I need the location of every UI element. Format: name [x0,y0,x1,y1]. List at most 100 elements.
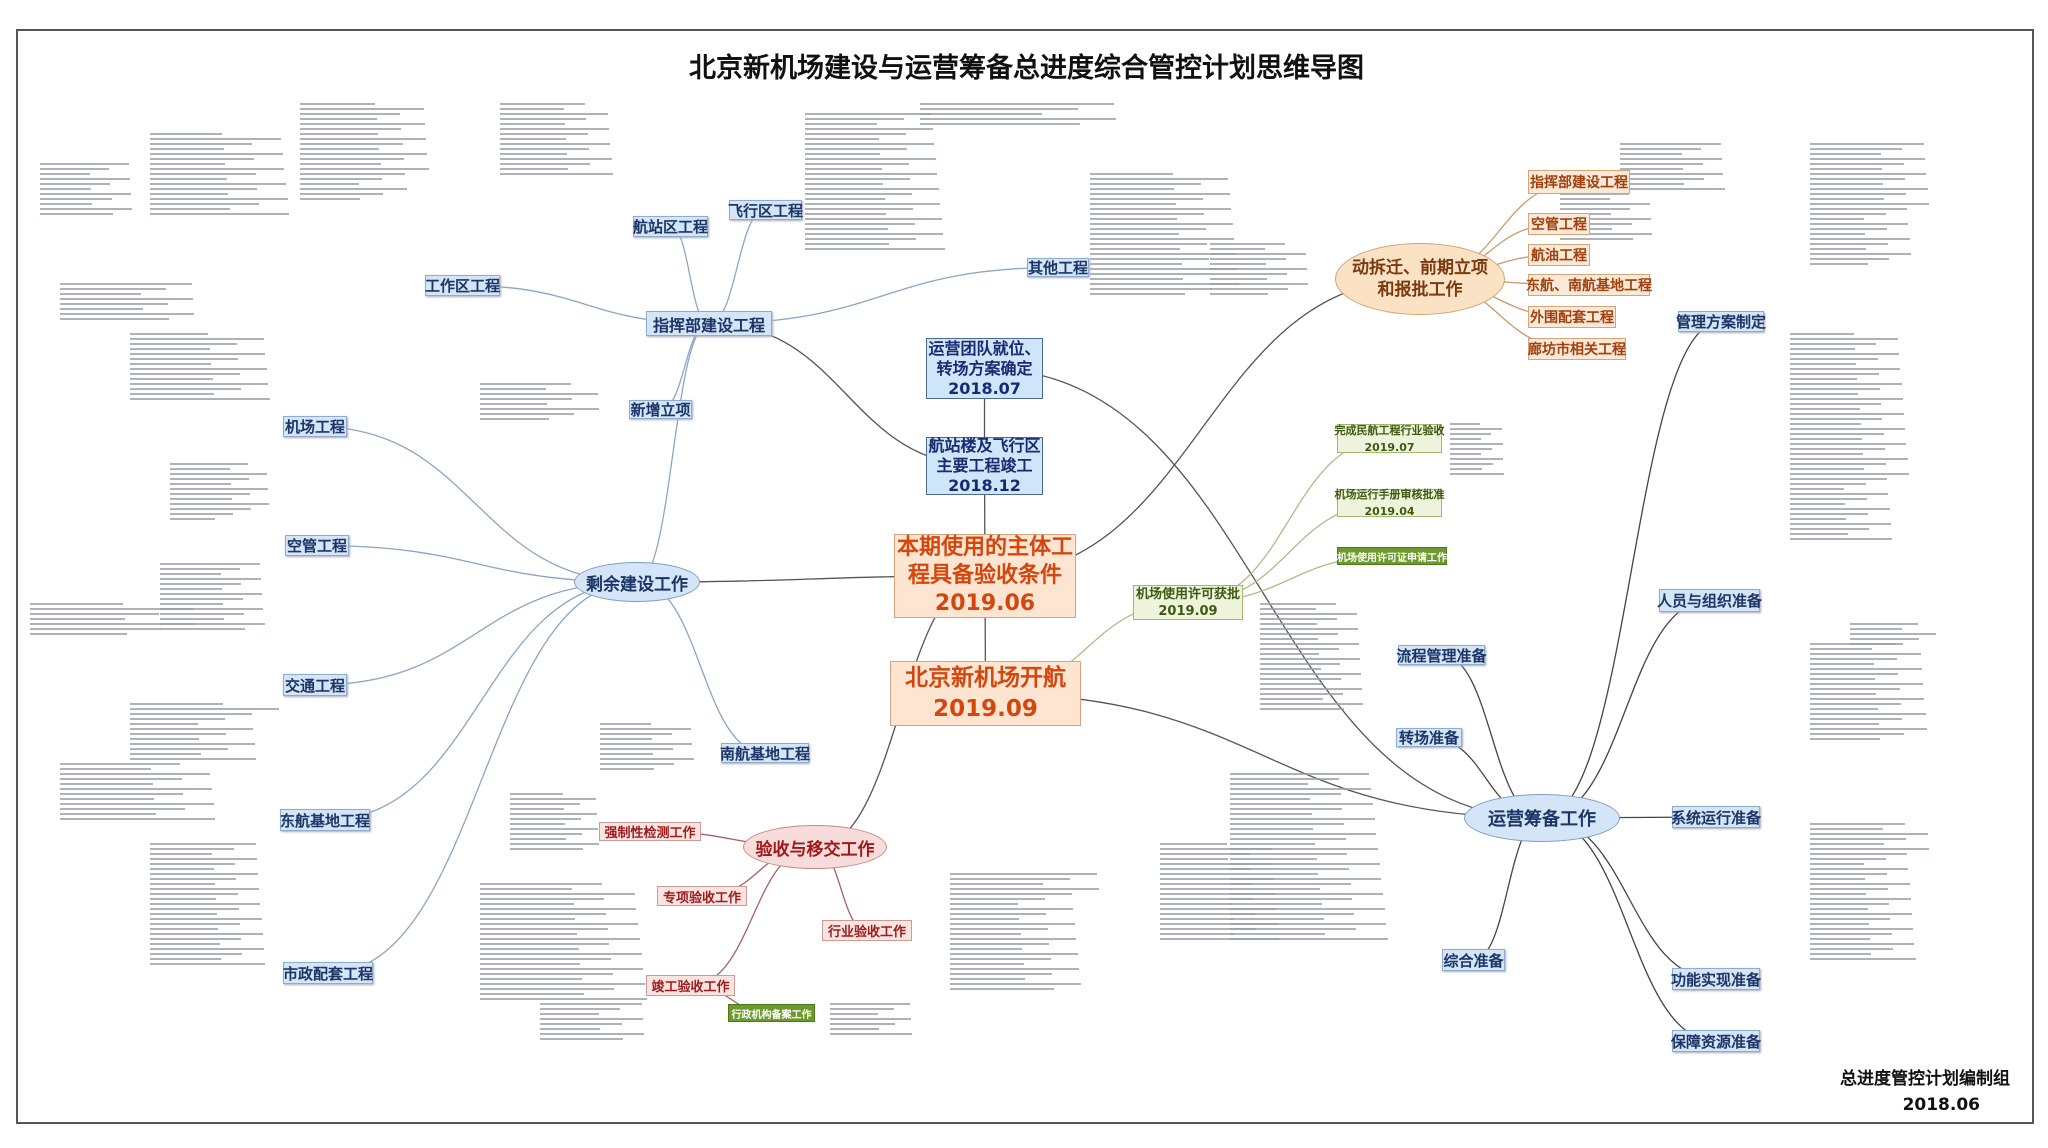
node-prelim-peripheral[interactable]: 外围配套工程 [1528,306,1616,328]
connector-line [324,581,638,821]
milestone-team-ready[interactable]: 运营团队就位、 转场方案确定 2018.07 [926,338,1043,399]
node-prelim-langfang[interactable]: 廊坊市相关工程 [1528,338,1626,360]
node-other-works[interactable]: 其他工程 [1027,258,1089,277]
node-process-management[interactable]: 流程管理准备 [1396,645,1487,665]
detail-note-block [60,760,220,823]
milestone-text: 本期使用的主体工 [896,535,1073,560]
milestone-text: 航站楼及飞行区 [928,436,1041,455]
footer-date: 2018.06 [1902,1095,1980,1115]
node-airport-engineering[interactable]: 机场工程 [283,416,347,437]
detail-note-block [1160,840,1280,943]
detail-note-block [1210,240,1320,298]
node-hq-construction[interactable]: 指挥部建设工程 [646,311,772,336]
detail-note-block [1230,770,1400,943]
node-traffic-engineering[interactable]: 交通工程 [283,674,347,696]
detail-note-block [130,330,280,403]
connector-line [314,425,638,583]
milestone-date: 2018.07 [948,378,1021,398]
node-text: 动拆迁、前期立项 [1352,258,1488,278]
node-airfield[interactable]: 飞行区工程 [728,200,804,220]
node-new-project[interactable]: 新增立项 [629,400,692,419]
node-cea-base[interactable]: 东航基地工程 [280,809,370,831]
connector-line [1541,599,1710,819]
milestone-text: 主要工程竣工 [936,456,1033,475]
detail-note-block [300,100,430,203]
connector-line [1541,320,1722,819]
node-agency-filing[interactable]: 行政机构备案工作 [728,1004,815,1022]
node-text: 机场使用许可获批 [1135,586,1240,602]
node-terminal-area[interactable]: 航站区工程 [633,216,709,237]
detail-note-block [500,100,620,178]
footer: 总进度管控计划编制组 2018.06 [1840,1066,2010,1118]
node-prelim-airline-bases[interactable]: 东航、南航基地工程 [1526,274,1652,296]
connector-line [1541,817,1717,1042]
node-date: 2019.04 [1364,505,1415,518]
connector-line [985,692,1543,819]
connector-line [660,322,710,411]
detail-note-block [600,720,710,773]
node-system-operation[interactable]: 系统运行准备 [1671,806,1761,828]
node-resources-prep[interactable]: 保障资源准备 [1671,1030,1761,1052]
connector-line [670,225,710,325]
milestone-text: 程具备验收条件 [907,563,1062,588]
detail-note-block [540,1000,660,1043]
node-acceptance-handover[interactable]: 验收与移交工作 [743,825,887,869]
node-mandatory-testing[interactable]: 强制性检测工作 [599,822,701,841]
detail-note-block [1620,140,1730,193]
connector-line [1541,817,1717,980]
node-prelim-hq[interactable]: 指挥部建设工程 [1528,170,1630,194]
detail-note-block [1810,820,1930,963]
milestone-text: 运营团队就位、 [928,338,1041,358]
milestone-date: 2019.09 [933,695,1038,722]
node-license-granted[interactable]: 机场使用许可获批 2019.09 [1133,585,1243,620]
connector-line [327,581,638,974]
node-text: 和报批工作 [1377,280,1463,300]
node-preliminary-approval[interactable]: 动拆迁、前期立项 和报批工作 [1335,243,1505,315]
detail-note-block [1810,140,1930,268]
detail-note-block [920,100,1120,128]
detail-note-block [170,460,270,523]
detail-note-block [1850,620,1940,648]
milestone-terminal-complete[interactable]: 航站楼及飞行区 主要工程竣工 2018.12 [926,436,1043,495]
node-general-prep[interactable]: 综合准备 [1442,949,1505,971]
node-prelim-atc[interactable]: 空管工程 [1528,213,1590,235]
detail-note-block [150,840,270,968]
diagram-frame [16,29,2034,1124]
footer-org: 总进度管控计划编制组 [1840,1069,2010,1089]
detail-note-block [1260,600,1370,713]
node-transition-prep[interactable]: 转场准备 [1396,728,1462,747]
detail-note-block [60,280,200,323]
detail-note-block [150,130,310,218]
node-industry-acceptance[interactable]: 完成民航工程行业验收 2019.07 [1335,424,1445,454]
detail-note-block [1450,420,1510,478]
node-municipal[interactable]: 市政配套工程 [283,962,373,984]
node-remaining-construction[interactable]: 剩余建设工作 [574,562,700,602]
node-people-organization[interactable]: 人员与组织准备 [1657,589,1762,612]
node-atc-engineering[interactable]: 空管工程 [285,535,349,556]
milestone-acceptance-ready[interactable]: 本期使用的主体工 程具备验收条件 2019.06 [894,534,1076,618]
node-operations-manual[interactable]: 机场运行手册审核批准 2019.04 [1335,488,1445,518]
node-csa-base[interactable]: 南航基地工程 [720,743,811,763]
node-completion-acceptance[interactable]: 竣工验收工作 [646,975,735,996]
milestone-date: 2018.12 [948,476,1021,495]
node-date: 2019.09 [1158,603,1218,619]
detail-note-block [950,870,1100,993]
node-industry-acceptance-work[interactable]: 行业验收工作 [822,920,912,941]
node-special-acceptance[interactable]: 专项验收工作 [657,886,747,906]
node-function-prep[interactable]: 功能实现准备 [1671,968,1761,990]
connector-line [984,367,1543,819]
node-prelim-fuel[interactable]: 航油工程 [1528,244,1590,266]
detail-note-block [160,560,270,633]
node-operations-prep[interactable]: 运营筹备工作 [1464,794,1620,842]
milestone-text: 北京新机场开航 [905,664,1066,691]
detail-note-block [510,790,600,853]
node-management-plan[interactable]: 管理方案制定 [1676,311,1767,332]
detail-note-block [480,880,650,1003]
detail-note-block [830,1000,920,1038]
connector-line [636,322,710,583]
detail-note-block [30,600,220,638]
node-work-area[interactable]: 工作区工程 [425,275,501,296]
node-license-application[interactable]: 机场使用许可证申请工作 [1337,547,1447,565]
milestone-airport-opening[interactable]: 北京新机场开航 2019.09 [890,661,1081,726]
detail-note-block [1810,640,1940,743]
